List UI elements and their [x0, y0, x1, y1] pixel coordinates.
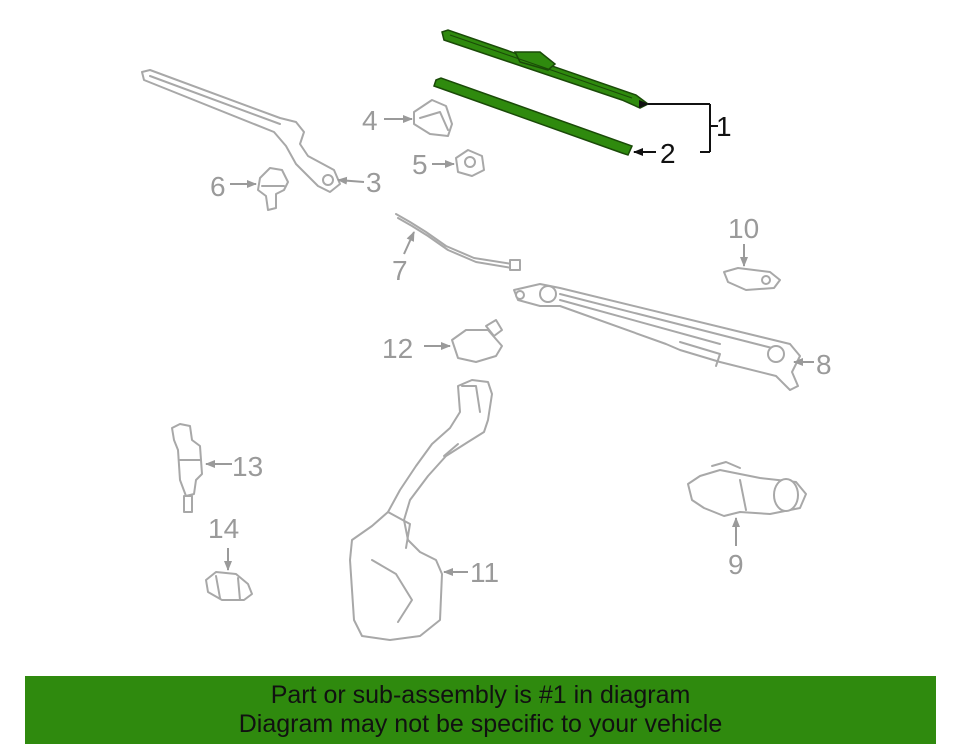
linkage-bracket[interactable] — [723, 267, 781, 291]
wiper-arm[interactable] — [141, 69, 341, 193]
callout-7: 7 — [392, 255, 408, 286]
callout-10: 10 — [728, 213, 759, 244]
callout-11: 11 — [470, 557, 499, 588]
callout-12: 12 — [382, 333, 413, 364]
callout-8: 8 — [816, 349, 832, 380]
washer-pump[interactable] — [171, 423, 203, 513]
callout-14: 14 — [208, 513, 239, 544]
wiper-motor[interactable] — [687, 461, 807, 517]
wiper-linkage[interactable] — [513, 283, 801, 391]
callout-2: 2 — [660, 138, 676, 169]
washer-nozzle[interactable] — [257, 167, 289, 211]
leader-3 — [337, 176, 365, 185]
reservoir-cap[interactable] — [451, 319, 503, 363]
callout-9: 9 — [728, 549, 744, 580]
pump-grommet[interactable] — [205, 571, 253, 601]
wiper-blade-assembly[interactable] — [441, 29, 650, 109]
callout-5: 5 — [412, 149, 428, 180]
washer-reservoir[interactable] — [349, 379, 493, 641]
notice-banner: Part or sub-assembly is #1 in diagram Di… — [25, 676, 936, 744]
callout-13: 13 — [232, 451, 263, 482]
arm-cap[interactable] — [413, 99, 453, 137]
washer-hose[interactable] — [395, 213, 521, 271]
banner-line-2: Diagram may not be specific to your vehi… — [238, 710, 723, 738]
callout-bracket — [633, 100, 718, 156]
callout-1: 1 — [716, 111, 732, 142]
leader-7 — [403, 231, 415, 255]
wiper-blade-insert[interactable] — [433, 77, 634, 156]
banner-line-1: Part or sub-assembly is #1 in diagram — [270, 681, 691, 709]
callout-3: 3 — [366, 167, 382, 198]
callout-6: 6 — [210, 171, 226, 202]
arm-nut[interactable] — [455, 149, 485, 177]
callout-4: 4 — [362, 105, 378, 136]
